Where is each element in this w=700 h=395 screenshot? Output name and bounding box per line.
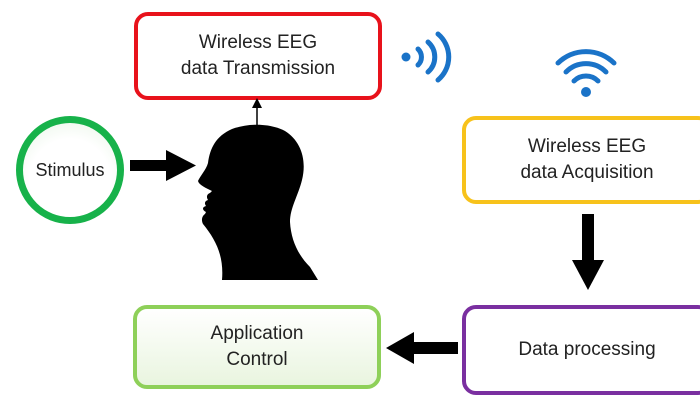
- processing-to-application-arrow: [386, 332, 458, 364]
- data-processing-box: Data processing: [462, 305, 700, 395]
- stimulus-circle: Stimulus: [16, 116, 124, 224]
- wireless-eeg-acquisition-box: Wireless EEG data Acquisition: [462, 116, 700, 204]
- transmission-label: Wireless EEG data Transmission: [180, 32, 336, 79]
- application-label: Application Control: [210, 323, 304, 370]
- stimulus-label: Stimulus: [35, 159, 105, 180]
- acquisition-to-processing-arrow: [572, 214, 604, 290]
- head-to-transmission-arrow: [252, 98, 262, 128]
- application-control-box: Application Control: [133, 305, 381, 389]
- processing-label: Data processing: [518, 339, 656, 361]
- acquisition-label: Wireless EEG data Acquisition: [520, 136, 654, 183]
- wifi-icon: [555, 49, 617, 97]
- wireless-eeg-transmission-box: Wireless EEG data Transmission: [134, 12, 382, 100]
- human-head-silhouette-icon: [198, 124, 318, 281]
- wireless-signal-icon: [401, 31, 452, 83]
- stimulus-to-head-arrow: [130, 150, 196, 181]
